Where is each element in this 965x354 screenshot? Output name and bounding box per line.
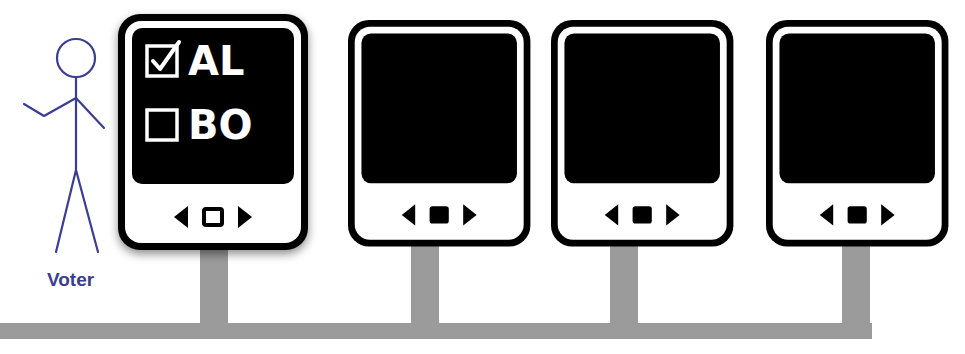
voter-figure [24,39,104,252]
right-button [238,206,252,228]
machine-screen [132,28,294,184]
checkbox-symbol [147,110,177,140]
left-button [174,206,188,228]
candidate-name: BO [188,105,253,145]
select-button [204,209,222,225]
actor-label: Voter [47,270,94,289]
machine-bezel [125,21,301,243]
network-stem [842,240,870,330]
candidate-name: AL [188,41,244,81]
network-stem [200,240,228,330]
voting-machine: AL BO [118,14,308,250]
voting-machine [348,20,530,247]
checkbox-symbol [147,42,179,76]
network-stem [411,240,439,330]
voting-machine [551,20,733,247]
voting-machine [766,20,948,247]
network-stem [610,240,638,330]
